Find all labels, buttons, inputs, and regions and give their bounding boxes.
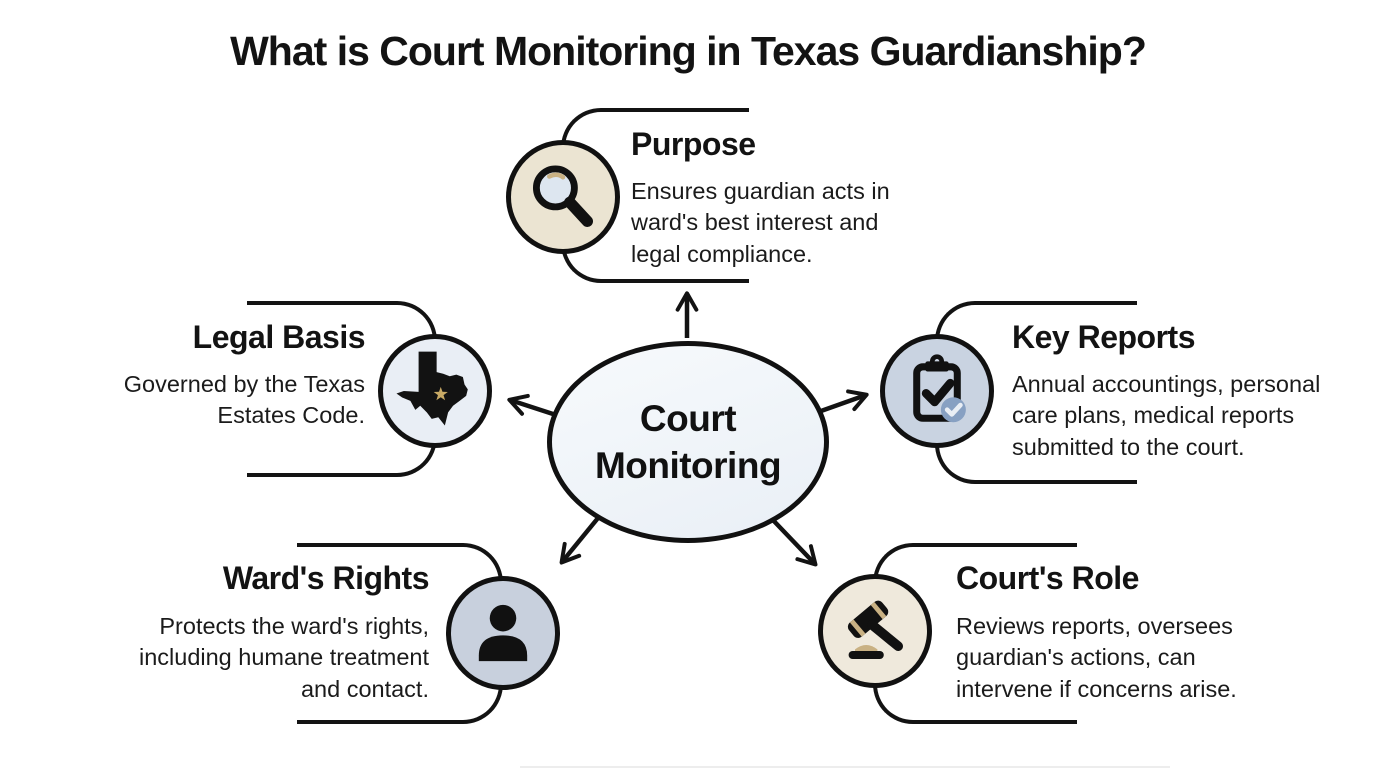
arrow-right-to-key-reports: [820, 389, 869, 414]
center-node-court-monitoring: Court Monitoring: [547, 341, 829, 543]
wards-rights-description: Protects the ward's rights, including hu…: [138, 613, 429, 702]
arrow-downleft-to-wards-rights: [559, 516, 600, 565]
clipboard-check-icon: [880, 334, 994, 448]
courts-role-title: Court's Role: [956, 560, 1139, 596]
key-reports-description: Annual accountings, personal care plans,…: [1012, 371, 1321, 460]
key-reports-title: Key Reports: [1012, 319, 1196, 355]
center-node-label: Court Monitoring: [594, 397, 782, 486]
courts-role-description: Reviews reports, oversees guardian's act…: [956, 613, 1237, 702]
wards-rights-title: Ward's Rights: [222, 560, 430, 596]
purpose-description: Ensures guardian acts in ward's best int…: [631, 178, 890, 267]
legal-basis-description: Governed by the Texas Estates Code.: [123, 371, 365, 429]
person-icon: [446, 576, 560, 690]
legal-basis-title: Legal Basis: [192, 319, 366, 355]
gavel-icon: [818, 574, 932, 688]
arrow-left-to-legal-basis: [507, 393, 554, 417]
arrow-downright-to-courts-role: [769, 516, 818, 567]
bottom-edge-artifact: [520, 766, 1170, 768]
page-title: What is Court Monitoring in Texas Guardi…: [230, 28, 1147, 74]
magnifier-icon: [506, 140, 620, 254]
texas-state-icon: [378, 334, 492, 448]
purpose-title: Purpose: [631, 126, 756, 162]
